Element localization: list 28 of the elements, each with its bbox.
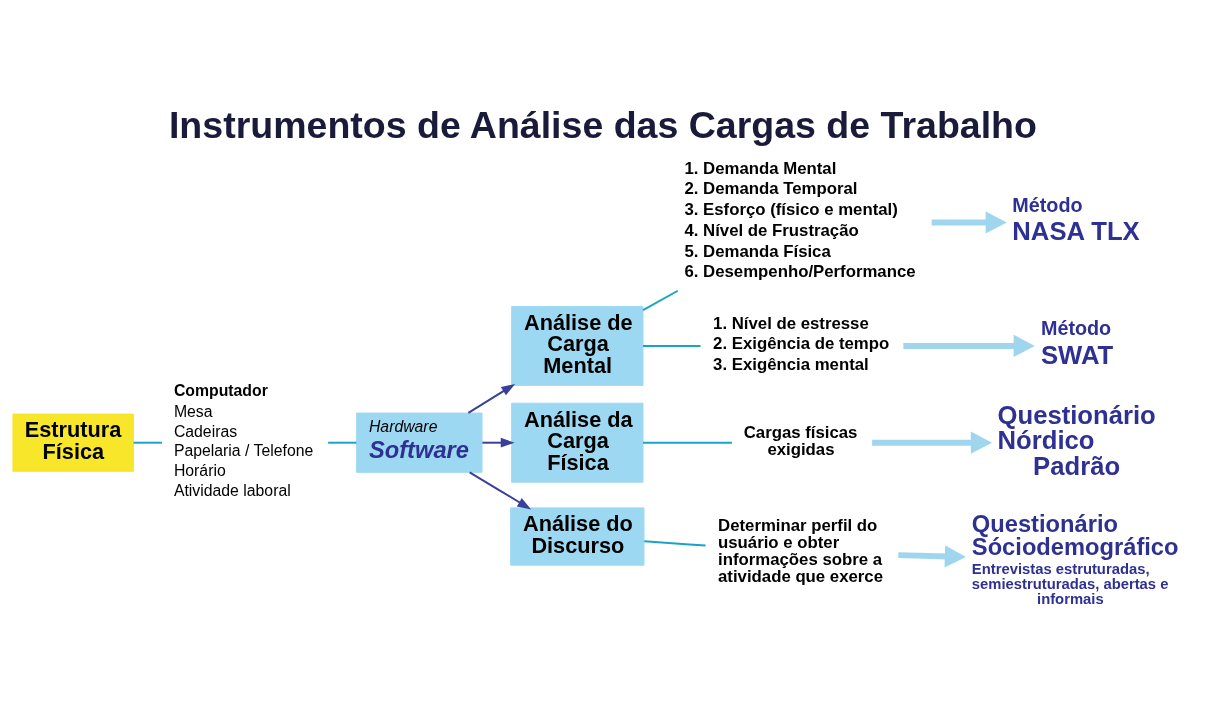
arrow (931, 211, 1007, 234)
node-box: Análise de Carga Mental (511, 305, 644, 386)
node-text: Determinar perfil do usuário e obter informações sobre a atividade que exerce (718, 516, 884, 586)
node-text: Questionário Nórdico Padrão (997, 400, 1156, 481)
node-text: Questionário Sóciodemográfico Entrevistas estruturadas, semiestruturadas, abertas e informais (971, 510, 1179, 607)
arrow (872, 431, 992, 454)
arrow (898, 545, 967, 568)
node-box: Hardware Software (356, 412, 483, 473)
diagram-title: Instrumentos de Análise das Cargas de Trabalho (168, 103, 1037, 146)
node-box: Análise do Discurso (510, 507, 645, 566)
node-text: 1. Demanda Mental 2. Demanda Temporal 3. Esforço (físico e mental) 4. Nível de Frustração 5. Demanda Física 6. Desempenho/Performance (684, 158, 916, 282)
node-text: Cargas físicas exigidas (743, 423, 858, 460)
node-text: Método SWAT (1040, 317, 1114, 369)
node-text: 1. Nível de estresse 2. Exigência de tempo 3. Exigência mental (713, 313, 890, 375)
node-box: Estrutura Física (12, 413, 134, 472)
arrow (903, 334, 1035, 358)
connector (642, 289, 679, 312)
node-text: Computador Mesa Cadeiras Papelaria / Telefone Horário Atividade laboral (173, 382, 314, 499)
arrow (467, 383, 516, 414)
connector (643, 540, 707, 547)
connector (642, 441, 733, 444)
node-text: Método NASA TLX (1012, 193, 1140, 246)
node-box: Análise da Carga Física (511, 402, 644, 483)
arrow (468, 471, 532, 510)
connector (132, 441, 163, 444)
connector (327, 441, 358, 444)
arrow (481, 437, 515, 448)
connector (642, 344, 702, 347)
